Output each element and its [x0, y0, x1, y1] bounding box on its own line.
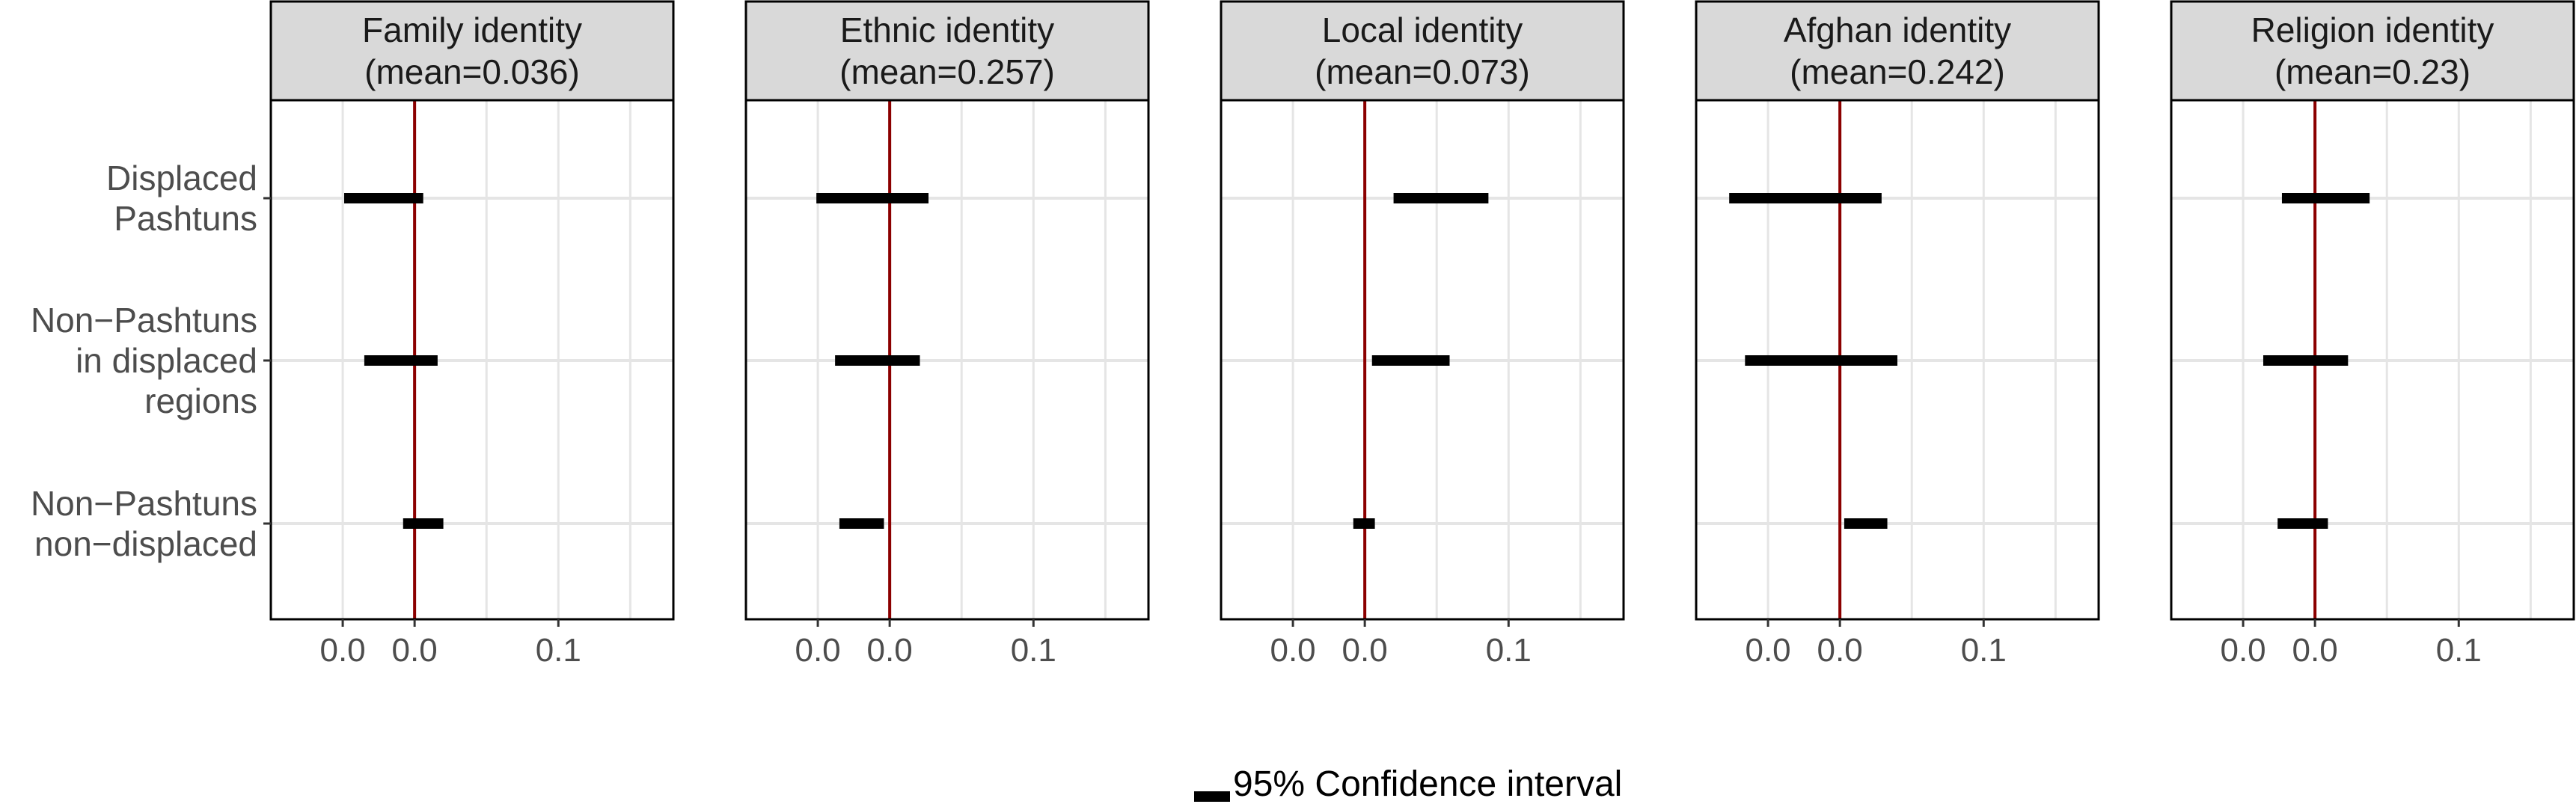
x-tick-label: 0.1 — [536, 632, 581, 669]
confidence-interval-bar — [2263, 355, 2349, 366]
x-tick-label: 0.1 — [2436, 632, 2482, 669]
y-category-label: Pashtuns — [114, 199, 257, 238]
confidence-interval-bar — [1745, 355, 1897, 366]
y-category-label: Displaced — [106, 159, 257, 197]
x-tick-label: 0.0 — [392, 632, 438, 669]
confidence-interval-bar — [364, 355, 438, 366]
x-tick-label: 0.0 — [1270, 632, 1315, 669]
facet-title: Religion identity — [2251, 10, 2494, 49]
facet-title: Family identity — [362, 10, 582, 49]
facet-subtitle: (mean=0.242) — [1790, 52, 2005, 91]
facet-strip — [1695, 0, 2100, 102]
x-tick-label: 0.0 — [1342, 632, 1388, 669]
x-tick-label: 0.0 — [1745, 632, 1790, 669]
confidence-interval-bar — [816, 193, 929, 203]
confidence-interval-bar — [1844, 518, 1888, 529]
x-tick-label: 0.1 — [1961, 632, 2007, 669]
x-tick-label: 0.0 — [2292, 632, 2338, 669]
y-category-label: Non−Pashtuns — [31, 484, 257, 523]
legend-key — [1194, 791, 1230, 802]
x-tick-label: 0.0 — [319, 632, 365, 669]
facet-title: Ethnic identity — [840, 10, 1054, 49]
confidence-interval-bar — [1729, 193, 1882, 203]
confidence-interval-bar — [2277, 518, 2328, 529]
confidence-interval-bar — [1393, 193, 1489, 203]
y-category-label: regions — [144, 381, 257, 420]
confidence-interval-bar — [1371, 355, 1450, 366]
facet-strip — [269, 0, 675, 102]
confidence-interval-bar — [2281, 193, 2370, 203]
facet-subtitle: (mean=0.257) — [839, 52, 1055, 91]
x-tick-label: 0.0 — [2220, 632, 2266, 669]
x-tick-label: 0.0 — [867, 632, 913, 669]
x-tick-label: 0.0 — [795, 632, 840, 669]
facet-strip — [1220, 0, 1625, 102]
x-tick-label: 0.0 — [1817, 632, 1863, 669]
y-category-label: Non−Pashtuns — [31, 301, 257, 340]
confidence-interval-bar — [403, 518, 444, 529]
x-tick-label: 0.1 — [1486, 632, 1532, 669]
confidence-interval-bar — [839, 518, 884, 529]
confidence-interval-bar — [343, 193, 423, 203]
y-category-label: non−displaced — [34, 524, 257, 563]
facet-strip — [2170, 0, 2575, 102]
facet-title: Local identity — [1322, 10, 1523, 49]
facet-title: Afghan identity — [1784, 10, 2011, 49]
facet-strip — [744, 0, 1150, 102]
confidence-interval-bar — [835, 355, 920, 366]
facet-subtitle: (mean=0.23) — [2274, 52, 2471, 91]
x-tick-label: 0.1 — [1011, 632, 1056, 669]
legend-label: 95% Confidence interval — [1233, 764, 1622, 804]
confidence-interval-bar — [1353, 518, 1375, 529]
facet-subtitle: (mean=0.073) — [1315, 52, 1530, 91]
facet-subtitle: (mean=0.036) — [364, 52, 580, 91]
y-category-label: in displaced — [76, 341, 257, 380]
